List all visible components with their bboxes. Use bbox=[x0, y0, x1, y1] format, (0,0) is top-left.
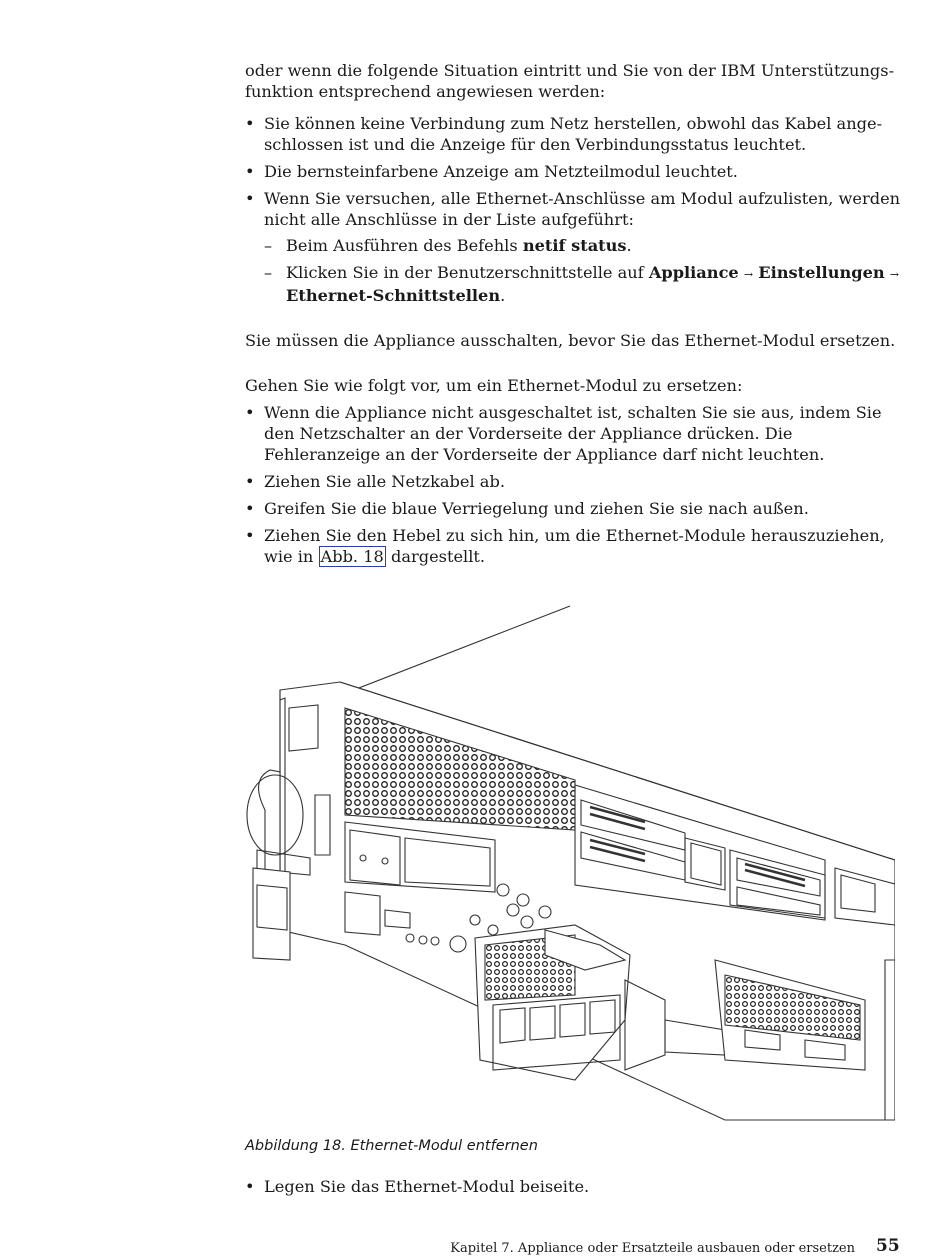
step-item: Ziehen Sie alle Netzkabel ab. bbox=[245, 471, 905, 492]
arrow-icon: → bbox=[743, 268, 754, 281]
subitem-text: Klicken Sie in der Benutzerschnittstelle… bbox=[286, 263, 649, 282]
condition-item: Die bernsteinfarbene Anzeige am Netzteil… bbox=[245, 161, 905, 182]
subitem-punct: . bbox=[500, 286, 506, 305]
appliance-illustration bbox=[246, 605, 896, 1121]
page-number: 55 bbox=[876, 1236, 900, 1256]
condition-sublist: Beim Ausführen des Befehls netif status.… bbox=[264, 235, 905, 306]
intro-paragraph: oder wenn die folgende Situation eintrit… bbox=[245, 61, 895, 101]
step-item: Ziehen Sie den Hebel zu sich hin, um die… bbox=[245, 525, 905, 567]
menu-appliance: Appliance bbox=[648, 263, 739, 282]
menu-einstellungen: Einstellungen bbox=[758, 263, 885, 282]
condition-text: Wenn Sie versuchen, alle Ethernet-Anschl… bbox=[264, 189, 901, 229]
menu-ethernet-schnittstellen: Ethernet-Schnittstellen bbox=[286, 286, 501, 305]
after-figure-text: Legen Sie das Ethernet-Modul beiseite. bbox=[245, 1176, 905, 1203]
step-text: Wenn die Appliance nicht ausgeschaltet i… bbox=[264, 403, 882, 464]
step-text: Ziehen Sie alle Netzkabel ab. bbox=[264, 472, 505, 491]
condition-list: Sie können keine Verbindung zum Netz her… bbox=[245, 113, 905, 306]
procedure-steps-continued: Legen Sie das Ethernet-Modul beiseite. bbox=[245, 1176, 905, 1197]
arrow-icon: → bbox=[889, 268, 900, 281]
step-item: Wenn die Appliance nicht ausgeschaltet i… bbox=[245, 402, 905, 465]
step-item: Legen Sie das Ethernet-Modul beiseite. bbox=[245, 1176, 905, 1197]
condition-text: Die bernsteinfarbene Anzeige am Netzteil… bbox=[264, 162, 738, 181]
step-text: Greifen Sie die blaue Verriegelung und z… bbox=[264, 499, 809, 518]
subitem-text: Beim Ausführen des Befehls bbox=[286, 236, 523, 255]
step-item: Greifen Sie die blaue Verriegelung und z… bbox=[245, 498, 905, 519]
subitem-punct: . bbox=[626, 236, 632, 255]
main-text: oder wenn die folgende Situation eintrit… bbox=[245, 60, 905, 573]
ethernet-module-figure bbox=[245, 600, 896, 1125]
running-footer: Kapitel 7. Appliance oder Ersatzteile au… bbox=[450, 1241, 855, 1256]
figure-caption: Abbildung 18. Ethernet-Modul entfernen bbox=[245, 1138, 538, 1154]
figure-link[interactable]: Abb. 18 bbox=[318, 546, 386, 567]
step-text: Ziehen Sie den Hebel zu sich hin, um die… bbox=[264, 526, 885, 566]
step-text: dargestellt. bbox=[385, 547, 486, 566]
command-name: netif status bbox=[522, 236, 627, 255]
condition-item: Wenn Sie versuchen, alle Ethernet-Anschl… bbox=[245, 188, 905, 306]
power-off-note: Sie müssen die Appliance ausschalten, be… bbox=[245, 331, 896, 350]
condition-item: Sie können keine Verbindung zum Netz her… bbox=[245, 113, 905, 155]
procedure-intro: Gehen Sie wie folgt vor, um ein Ethernet… bbox=[245, 376, 743, 395]
procedure-steps: Wenn die Appliance nicht ausgeschaltet i… bbox=[245, 402, 905, 567]
condition-subitem: Klicken Sie in der Benutzerschnittstelle… bbox=[264, 262, 905, 306]
condition-subitem: Beim Ausführen des Befehls netif status. bbox=[264, 235, 905, 256]
condition-text: Sie können keine Verbindung zum Netz her… bbox=[264, 114, 883, 154]
step-text: Legen Sie das Ethernet-Modul beiseite. bbox=[264, 1177, 590, 1196]
